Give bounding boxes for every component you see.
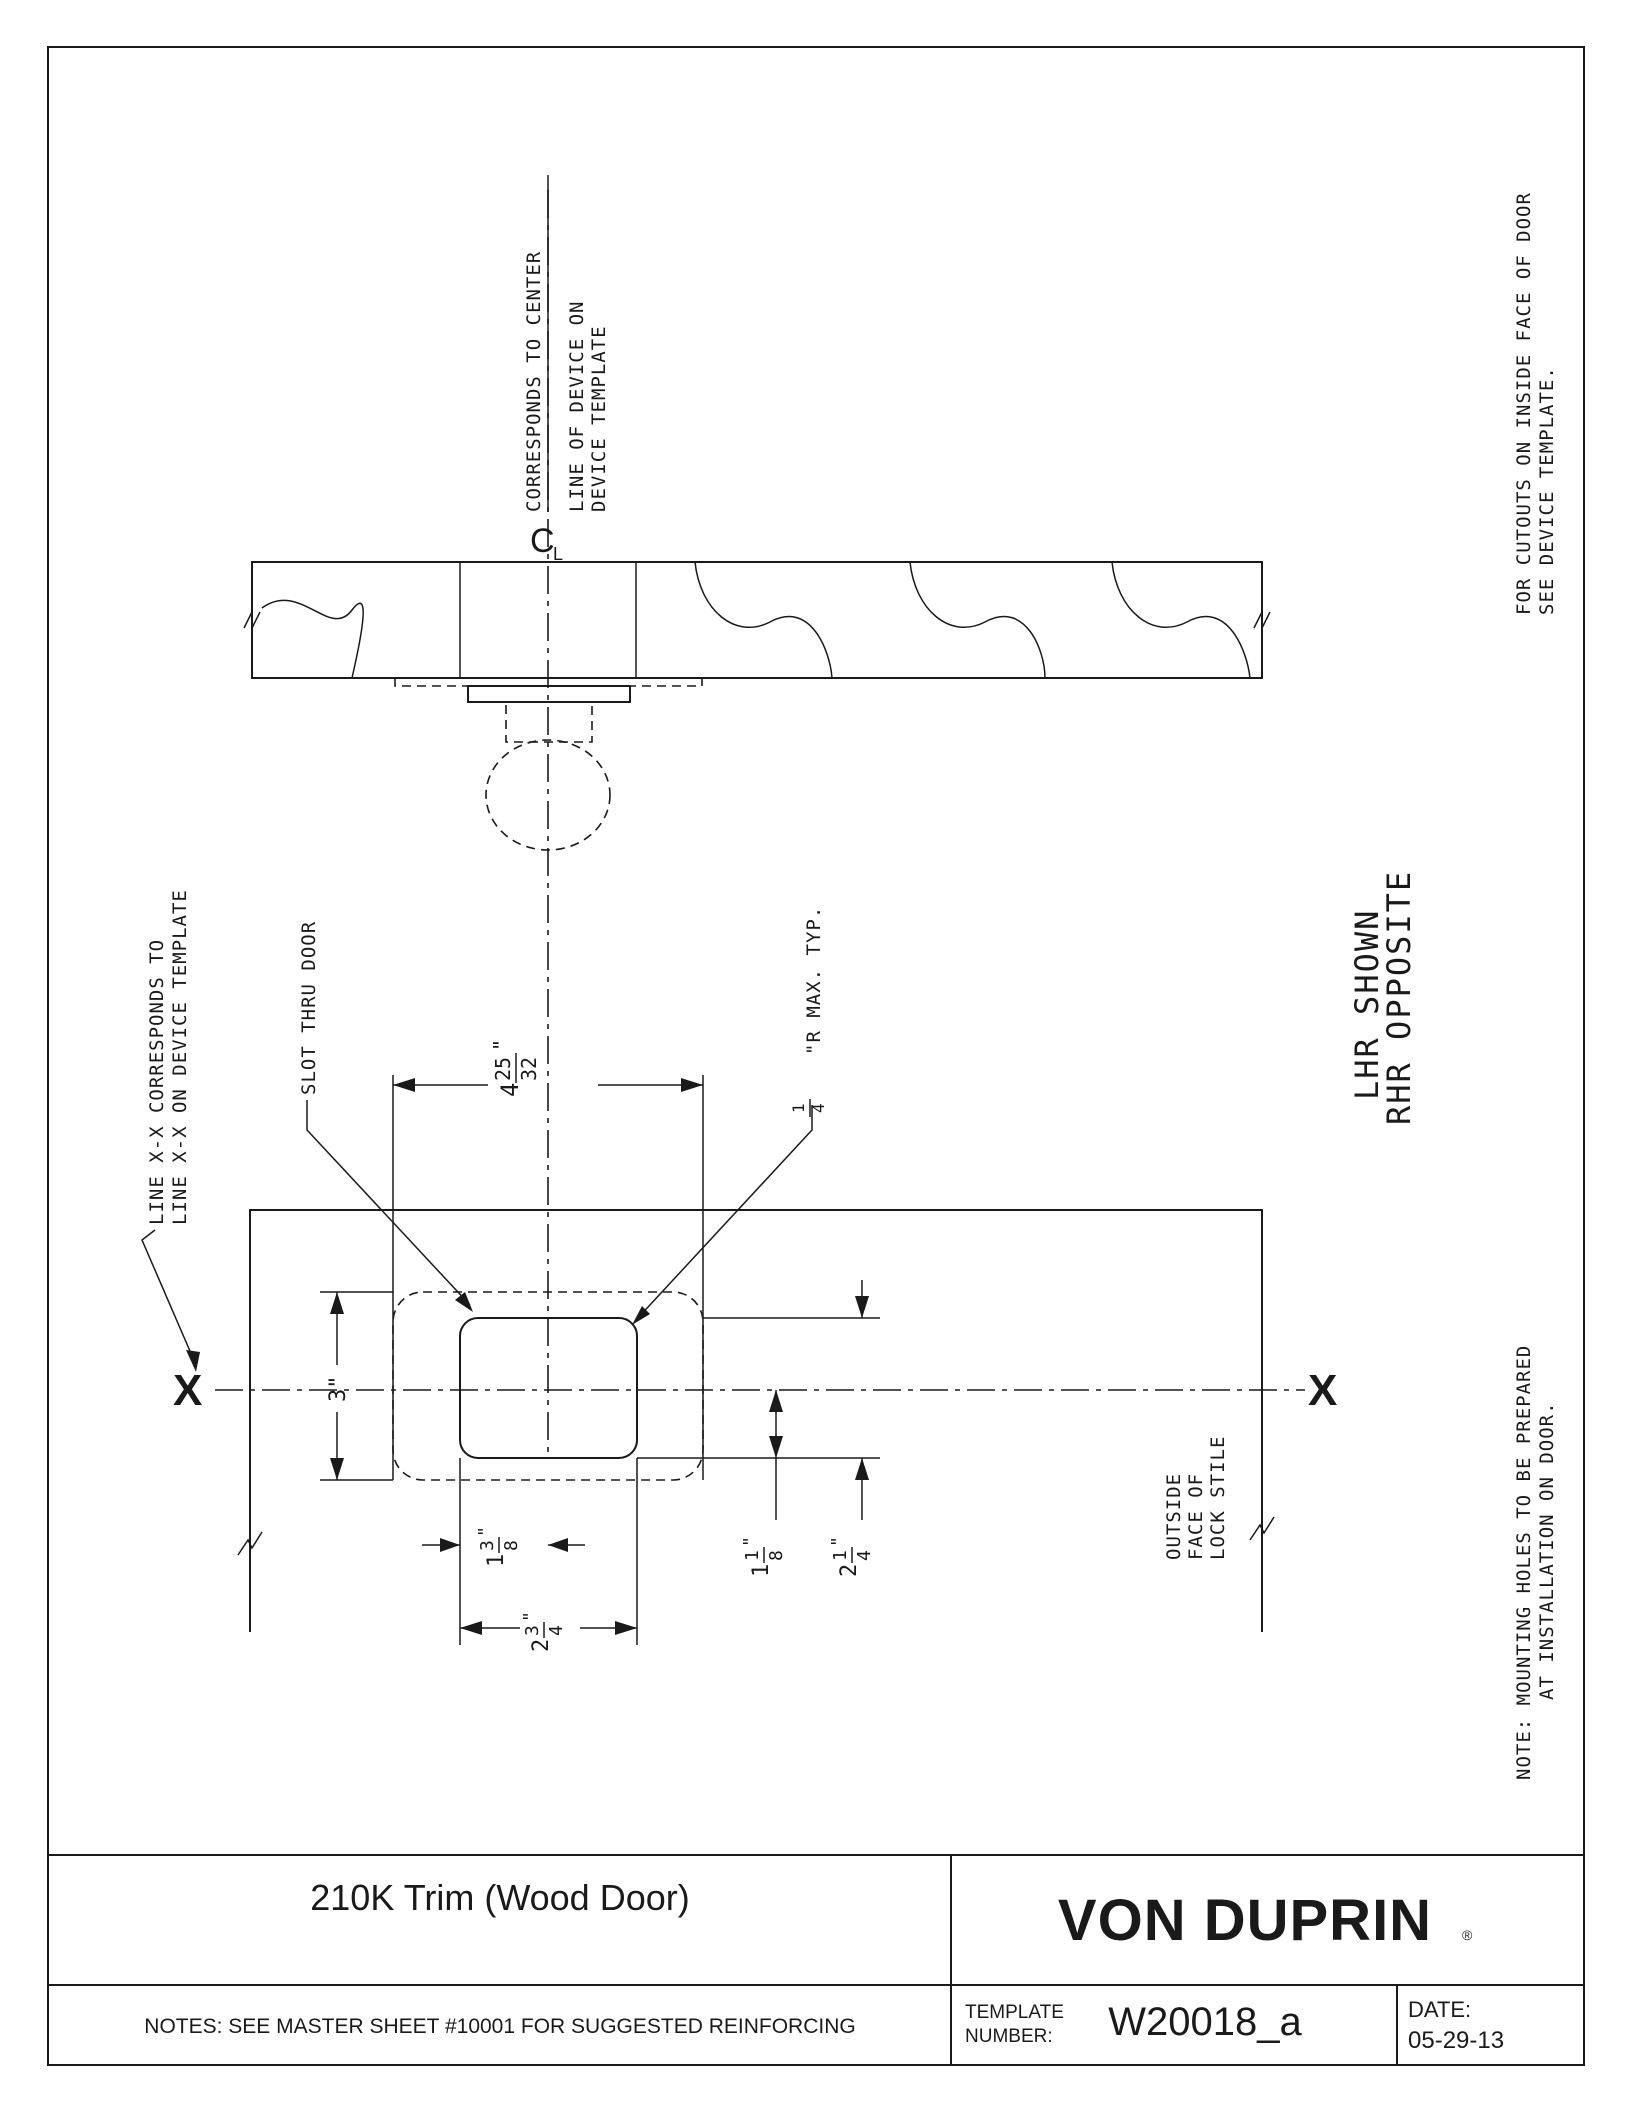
mounting-note-line1: NOTE: MOUNTING HOLES TO BE PREPARED	[1513, 1345, 1535, 1780]
drawing-title: 210K Trim (Wood Door)	[310, 1877, 689, 1918]
brand-registered-mark: ®	[1462, 1927, 1473, 1943]
dim-1-3-8-den: 8	[501, 1540, 522, 1551]
trim-rose	[467, 685, 631, 703]
trim-neck	[505, 701, 593, 743]
dim-arrow-1-1-8-bot	[769, 1436, 783, 1458]
dim-1-3-8-num: 3	[477, 1540, 498, 1551]
dim-1-1-8-whole: 1	[749, 1564, 774, 1577]
cl-template-label: DEVICE TEMPLATE	[588, 325, 610, 512]
dim-2-3-4-whole: 2	[529, 1639, 554, 1652]
door-break-left	[243, 611, 261, 629]
dim-arrow-4-25-32-r	[681, 1078, 703, 1092]
dim-1-1-8-num: 1	[742, 1550, 763, 1561]
door-break-right	[1253, 611, 1271, 629]
lock-stile-label-3: LOCK STILE	[1207, 1436, 1229, 1560]
lock-stile-label-2: FACE OF	[1185, 1473, 1207, 1560]
xx-note-line2: LINE X-X ON DEVICE TEMPLATE	[169, 889, 191, 1225]
centerline-symbol-sub: L	[553, 544, 563, 564]
dim-arrow-2-1-4-top	[855, 1296, 869, 1318]
date-label: DATE:	[1408, 1997, 1471, 2022]
brand-logo: VON DUPRIN	[1058, 1888, 1432, 1953]
sheet-border	[47, 46, 1585, 2066]
radius-den: 4	[809, 1103, 828, 1113]
dim-1-1-8-den: 8	[766, 1550, 787, 1561]
hand-shown-label: LHR SHOWN	[1348, 909, 1386, 1100]
dim-1-3-8-whole: 1	[484, 1554, 509, 1567]
x-mark-right: X	[1308, 1366, 1337, 1415]
dim-2-3-4-den: 4	[546, 1625, 567, 1636]
stile-break-left	[237, 1531, 263, 1556]
slot-leader	[306, 1100, 471, 1306]
template-label-2: NUMBER:	[965, 2026, 1053, 2047]
dim-2-1-4-den: 4	[854, 1550, 875, 1561]
title-block: 210K Trim (Wood Door) VON DUPRIN ® NOTES…	[48, 1854, 1584, 2065]
cutouts-note-line1: FOR CUTOUTS ON INSIDE FACE OF DOOR	[1513, 192, 1535, 615]
wood-grain-1	[261, 599, 364, 679]
notes-reinforcing: NOTES: SEE MASTER SHEET #10001 FOR SUGGE…	[144, 2015, 855, 2038]
dim-4-25-32-whole: 4	[496, 1083, 524, 1097]
xx-note-line1: LINE X-X CORRESPONDS TO	[146, 939, 168, 1225]
dim-4-25-32-den: 32	[517, 1057, 541, 1081]
cutouts-note-line2: SEE DEVICE TEMPLATE.	[1536, 366, 1558, 615]
dim-arrow-2-1-4-bot	[855, 1458, 869, 1480]
door-edge	[251, 561, 1263, 679]
radius-label: "R MAX. TYP.	[803, 906, 825, 1055]
xx-leader	[141, 1229, 197, 1366]
dim-arrow-1-3-8-l	[440, 1538, 460, 1552]
xx-leader-arrow	[186, 1350, 200, 1372]
wood-grain-4	[1111, 561, 1251, 679]
dim-4-25-32-unit: "	[489, 1039, 513, 1051]
cl-corresponds-label: CORRESPONDS TO CENTER	[523, 251, 545, 512]
dim-arrow-4-25-32-l	[393, 1078, 415, 1092]
dim-3-label: 3"	[326, 1376, 351, 1403]
cl-line-label: LINE OF DEVICE ON	[566, 301, 588, 512]
radius-leader-arrow	[632, 1306, 650, 1325]
dim-arrow-3-bot	[330, 1458, 344, 1480]
x-mark-left: X	[173, 1366, 202, 1415]
trim-escutcheon-hidden	[394, 678, 703, 687]
lock-stile-label-1: OUTSIDE	[1163, 1473, 1185, 1560]
radius-num: 1	[789, 1103, 808, 1113]
template-label-1: TEMPLATE	[965, 2002, 1064, 2023]
centerline-symbol: C	[530, 522, 555, 560]
dim-arrow-1-3-8-r	[548, 1538, 568, 1552]
stile-break-right	[1249, 1516, 1275, 1541]
dim-arrow-2-3-4-l	[460, 1621, 482, 1635]
wood-grain-2	[694, 561, 833, 679]
wood-grain-3	[909, 561, 1046, 679]
stile-outline	[249, 1209, 1263, 1632]
slot-thru-door	[459, 1317, 638, 1459]
template-number: W20018_a	[1108, 2000, 1302, 2044]
radius-leader	[635, 1105, 813, 1321]
dim-2-1-4-num: 1	[830, 1550, 851, 1561]
dim-arrow-2-3-4-r	[615, 1621, 637, 1635]
dim-2-1-4-whole: 2	[837, 1564, 862, 1577]
door-section-view	[243, 561, 1271, 851]
dim-1-3-8-unit: "	[475, 1526, 496, 1537]
slot-leader-arrow	[455, 1292, 473, 1312]
dim-2-3-4-num: 3	[522, 1625, 543, 1636]
slot-thru-door-label: SLOT THRU DOOR	[298, 921, 320, 1095]
dim-1-1-8-unit: "	[740, 1536, 761, 1547]
hand-opposite-label: RHR OPPOSITE	[1380, 870, 1418, 1125]
dim-2-1-4-unit: "	[828, 1536, 849, 1547]
dim-2-3-4-unit: "	[520, 1611, 541, 1622]
mounting-note-line2: AT INSTALLATION ON DOOR.	[1536, 1401, 1558, 1700]
dim-arrow-3-top	[330, 1292, 344, 1314]
dim-4-25-32-num: 25	[491, 1057, 515, 1081]
dim-arrow-1-1-8-top	[769, 1390, 783, 1412]
date-value: 05-29-13	[1408, 2027, 1504, 2054]
